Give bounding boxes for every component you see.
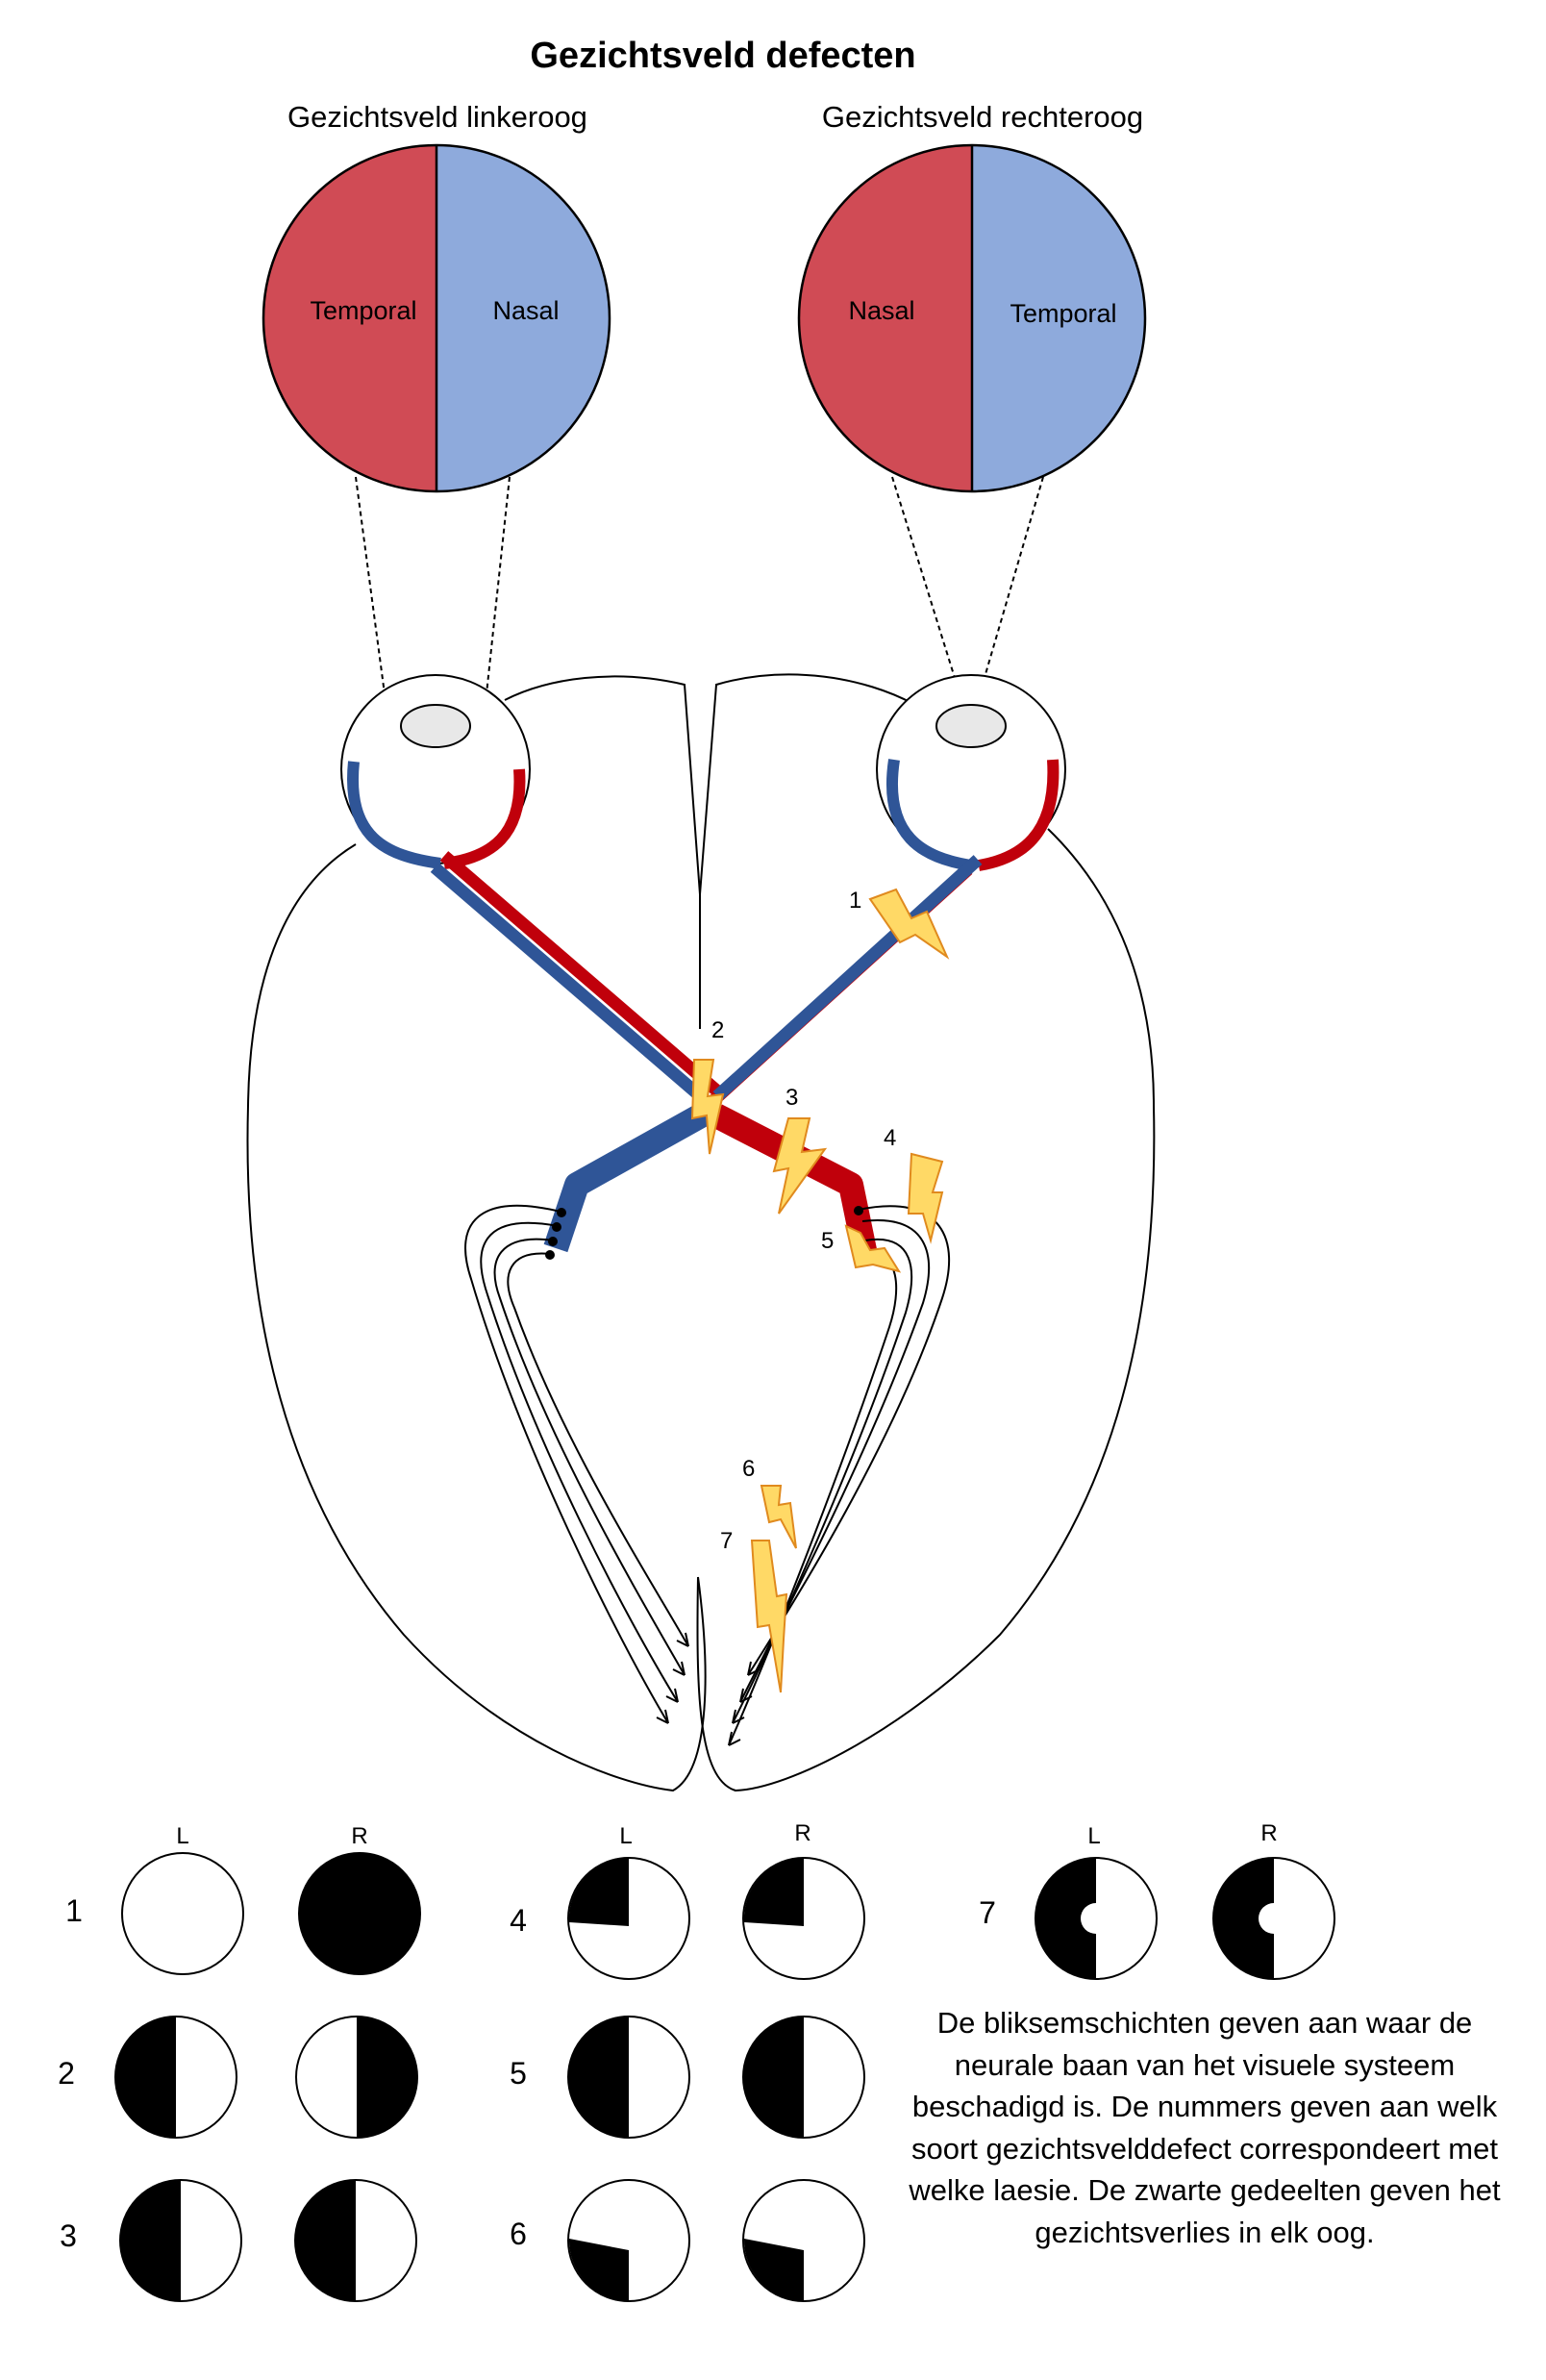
- lesion-bolt-5: [844, 1224, 902, 1273]
- eye-label-R-col2: R: [794, 1820, 810, 1846]
- defect-field-3-R: [294, 2179, 417, 2302]
- right-lens: [935, 704, 1007, 748]
- right-field-title: Gezichtsveld rechteroog: [822, 100, 1143, 134]
- defect-field-5-L: [567, 2016, 690, 2139]
- right-field-nasal-label: Nasal: [848, 296, 914, 325]
- explanation-note: De bliksemschichten geven aan waar de ne…: [909, 2006, 1501, 2249]
- lesion-number-2: 2: [711, 1017, 724, 1043]
- lesion-number-7: 7: [720, 1528, 733, 1554]
- defect-field-7-R: [1212, 1857, 1335, 1980]
- defect-row-5-number: 5: [510, 2056, 527, 2091]
- defect-field-6-L: [567, 2179, 690, 2302]
- defect-row-7-number: 7: [979, 1895, 996, 1930]
- brain-outline: [246, 673, 1156, 1792]
- defect-field-3-L: [119, 2179, 242, 2302]
- lesion-number-3: 3: [785, 1085, 798, 1111]
- lesion-bolt-6: [760, 1485, 797, 1549]
- lesion-bolt-1: [868, 888, 950, 960]
- left-lens: [400, 704, 471, 748]
- eye-label-L-col2: L: [619, 1823, 632, 1849]
- defect-field-7-L: [1035, 1857, 1158, 1980]
- defect-row-6-number: 6: [510, 2217, 527, 2251]
- lesion-bolts: [690, 888, 950, 1693]
- right-retina-blue: [886, 759, 972, 871]
- lesion-bolt-2: [690, 1059, 725, 1155]
- left-retina-blue: [347, 761, 441, 869]
- lesion-number-5: 5: [821, 1228, 834, 1254]
- defect-field-1-L: [121, 1852, 244, 1975]
- lesion-number-4: 4: [884, 1125, 896, 1151]
- eye-label-L-col1: L: [176, 1823, 188, 1849]
- optic-pathways: [430, 851, 983, 1258]
- defect-row-3-number: 3: [60, 2218, 77, 2253]
- right-field-temporal-label: Temporal: [1010, 299, 1116, 328]
- defect-row-1-number: 1: [65, 1893, 83, 1928]
- defect-field-4-L: [567, 1857, 690, 1980]
- left-eyeball: [340, 674, 531, 864]
- left-visual-field: Temporal Nasal: [262, 143, 611, 493]
- left-optic-radiations: [464, 1204, 689, 1724]
- defect-legend: L R L R L R 1 2 3 4 5 6 7: [58, 1820, 1335, 2302]
- left-retina-red: [443, 768, 526, 869]
- right-field-nasal-half: [799, 145, 972, 491]
- left-field-nasal-half: [436, 145, 610, 491]
- page-title: Gezichtsveld defecten: [530, 36, 915, 76]
- defect-row-2-number: 2: [58, 2056, 75, 2091]
- lgn-dots: [545, 1206, 863, 1260]
- visual-cortex-terminals: [656, 1632, 761, 1746]
- defect-field-2-L: [114, 2016, 237, 2139]
- defect-field-4-R: [742, 1857, 865, 1980]
- eye-label-R-col1: R: [351, 1823, 367, 1849]
- right-field-temporal-half: [972, 145, 1145, 491]
- lesion-number-1: 1: [849, 888, 861, 914]
- defect-row-4-number: 4: [510, 1903, 527, 1938]
- lesion-numbers: 1 2 3 4 5 6 7: [711, 888, 896, 1554]
- right-visual-field: Nasal Temporal: [797, 143, 1147, 493]
- left-field-title: Gezichtsveld linkeroog: [287, 100, 587, 134]
- eye-label-R-col3: R: [1260, 1820, 1277, 1846]
- lesion-bolt-7: [750, 1540, 788, 1693]
- lesion-bolt-4: [907, 1152, 944, 1244]
- right-retina-red: [977, 759, 1060, 871]
- defect-field-1-R: [298, 1852, 421, 1975]
- left-field-temporal-half: [263, 145, 436, 491]
- lesion-bolt-3: [772, 1117, 828, 1215]
- lesion-number-6: 6: [742, 1456, 755, 1482]
- defect-field-2-R: [295, 2016, 418, 2139]
- right-optic-radiations: [728, 1205, 950, 1746]
- right-eyeball: [876, 674, 1066, 864]
- left-field-temporal-label: Temporal: [310, 296, 416, 325]
- defect-field-5-R: [742, 2016, 865, 2139]
- eye-label-L-col3: L: [1087, 1823, 1100, 1849]
- left-field-nasal-label: Nasal: [492, 296, 559, 325]
- defect-field-6-R: [742, 2179, 865, 2302]
